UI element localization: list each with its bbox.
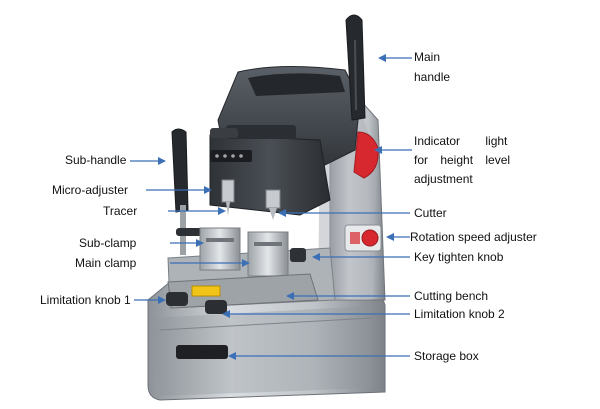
label-rotation-speed-adjuster: Rotation speed adjuster xyxy=(410,230,537,244)
main-handle xyxy=(345,14,379,179)
label-cutting-bench: Cutting bench xyxy=(414,289,489,303)
label-limitation-knob-1: Limitation knob 1 xyxy=(40,293,131,307)
leader-arrows xyxy=(130,54,412,360)
label-micro-adjuster: Micro-adjuster xyxy=(52,183,129,197)
label-tracer: Tracer xyxy=(103,204,138,218)
key-tighten-knob xyxy=(290,248,306,262)
label-main-clamp: Main clamp xyxy=(75,256,137,270)
limitation-knob-1 xyxy=(166,292,188,306)
label-main-handle: Main xyxy=(414,50,441,64)
indicator-light-panel xyxy=(210,150,252,162)
sub-handle xyxy=(171,128,204,255)
machine-head xyxy=(209,65,361,216)
yellow-label xyxy=(191,285,221,297)
label-indicator-light: Indicator light xyxy=(414,134,508,148)
limitation-knob-2 xyxy=(205,300,227,314)
label-indicator-light-2: for height level xyxy=(414,153,511,167)
rotation-speed-adjuster xyxy=(344,224,382,252)
label-sub-clamp: Sub-clamp xyxy=(79,236,137,250)
storage-box-handle xyxy=(176,345,228,359)
label-limitation-knob-2: Limitation knob 2 xyxy=(414,307,505,321)
tracer-cutter xyxy=(221,179,281,220)
label-storage-box: Storage box xyxy=(414,349,479,363)
label-cutter: Cutter xyxy=(414,206,447,220)
label-sub-handle: Sub-handle xyxy=(65,153,127,167)
label-main-handle-2: handle xyxy=(414,70,451,84)
label-key-tighten-knob: Key tighten knob xyxy=(414,250,504,264)
cutting-bench xyxy=(166,273,319,314)
label-indicator-light-3: adjustment xyxy=(414,172,473,186)
